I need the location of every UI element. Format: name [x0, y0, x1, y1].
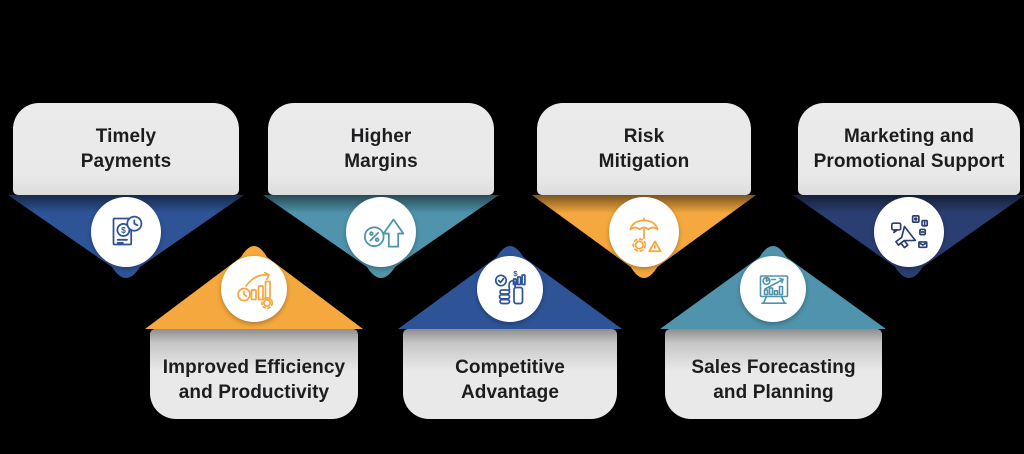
dollar-glyph: $ [121, 225, 126, 235]
title-line-1: Competitive [455, 357, 565, 378]
title-line-2: and Productivity [178, 382, 330, 403]
umbrella-protection-icon [629, 217, 662, 253]
title-line-2: Payments [80, 151, 172, 172]
percent-growth-arrow-icon [363, 218, 405, 248]
card-label-box: Timely Payments [13, 103, 239, 195]
card-title: Higher Margins [344, 124, 418, 174]
forecast-presentation-icon [759, 275, 789, 305]
dollar-glyph: $ [513, 269, 518, 278]
title-line-1: Higher [350, 126, 412, 147]
card-title: Sales Forecasting and Planning [691, 355, 855, 405]
title-line-2: Margins [344, 151, 418, 172]
card-label-box: Competitive Advantage [403, 329, 617, 419]
card-label-box: Improved Efficiency and Productivity [150, 329, 358, 419]
thumbs-up-advantage-icon: $ [494, 269, 526, 305]
icon-circle [874, 197, 944, 267]
title-line-1: Sales Forecasting [691, 357, 856, 378]
title-line-2: Advantage [460, 382, 560, 403]
icon-circle [346, 197, 416, 267]
icon-circle: $ [477, 256, 543, 322]
card-label-box: Higher Margins [268, 103, 494, 195]
title-line-1: Timely [95, 126, 157, 147]
card-title: Risk Mitigation [599, 124, 690, 174]
icon-circle: $ [91, 197, 161, 267]
title-line-1: Improved Efficiency [162, 357, 346, 378]
card-title: Timely Payments [81, 124, 172, 174]
card-title: Improved Efficiency and Productivity [163, 355, 345, 405]
title-line-2: Mitigation [598, 151, 690, 172]
title-line-2: Promotional Support [813, 151, 1005, 172]
card-title: Competitive Advantage [455, 355, 565, 405]
card-label-box: Sales Forecasting and Planning [665, 329, 882, 419]
card-title: Marketing and Promotional Support [814, 124, 1005, 174]
title-line-1: Risk [623, 126, 665, 147]
icon-circle [740, 256, 806, 322]
megaphone-promotion-icon [890, 215, 929, 249]
invoice-payment-clock-icon: $ [112, 215, 143, 246]
productivity-growth-icon [237, 271, 274, 310]
icon-circle [221, 256, 287, 322]
card-label-box: Marketing and Promotional Support [798, 103, 1020, 195]
card-label-box: Risk Mitigation [537, 103, 751, 195]
title-line-2: and Planning [713, 382, 834, 403]
icon-circle [609, 197, 679, 267]
title-line-1: Marketing and [843, 126, 975, 147]
